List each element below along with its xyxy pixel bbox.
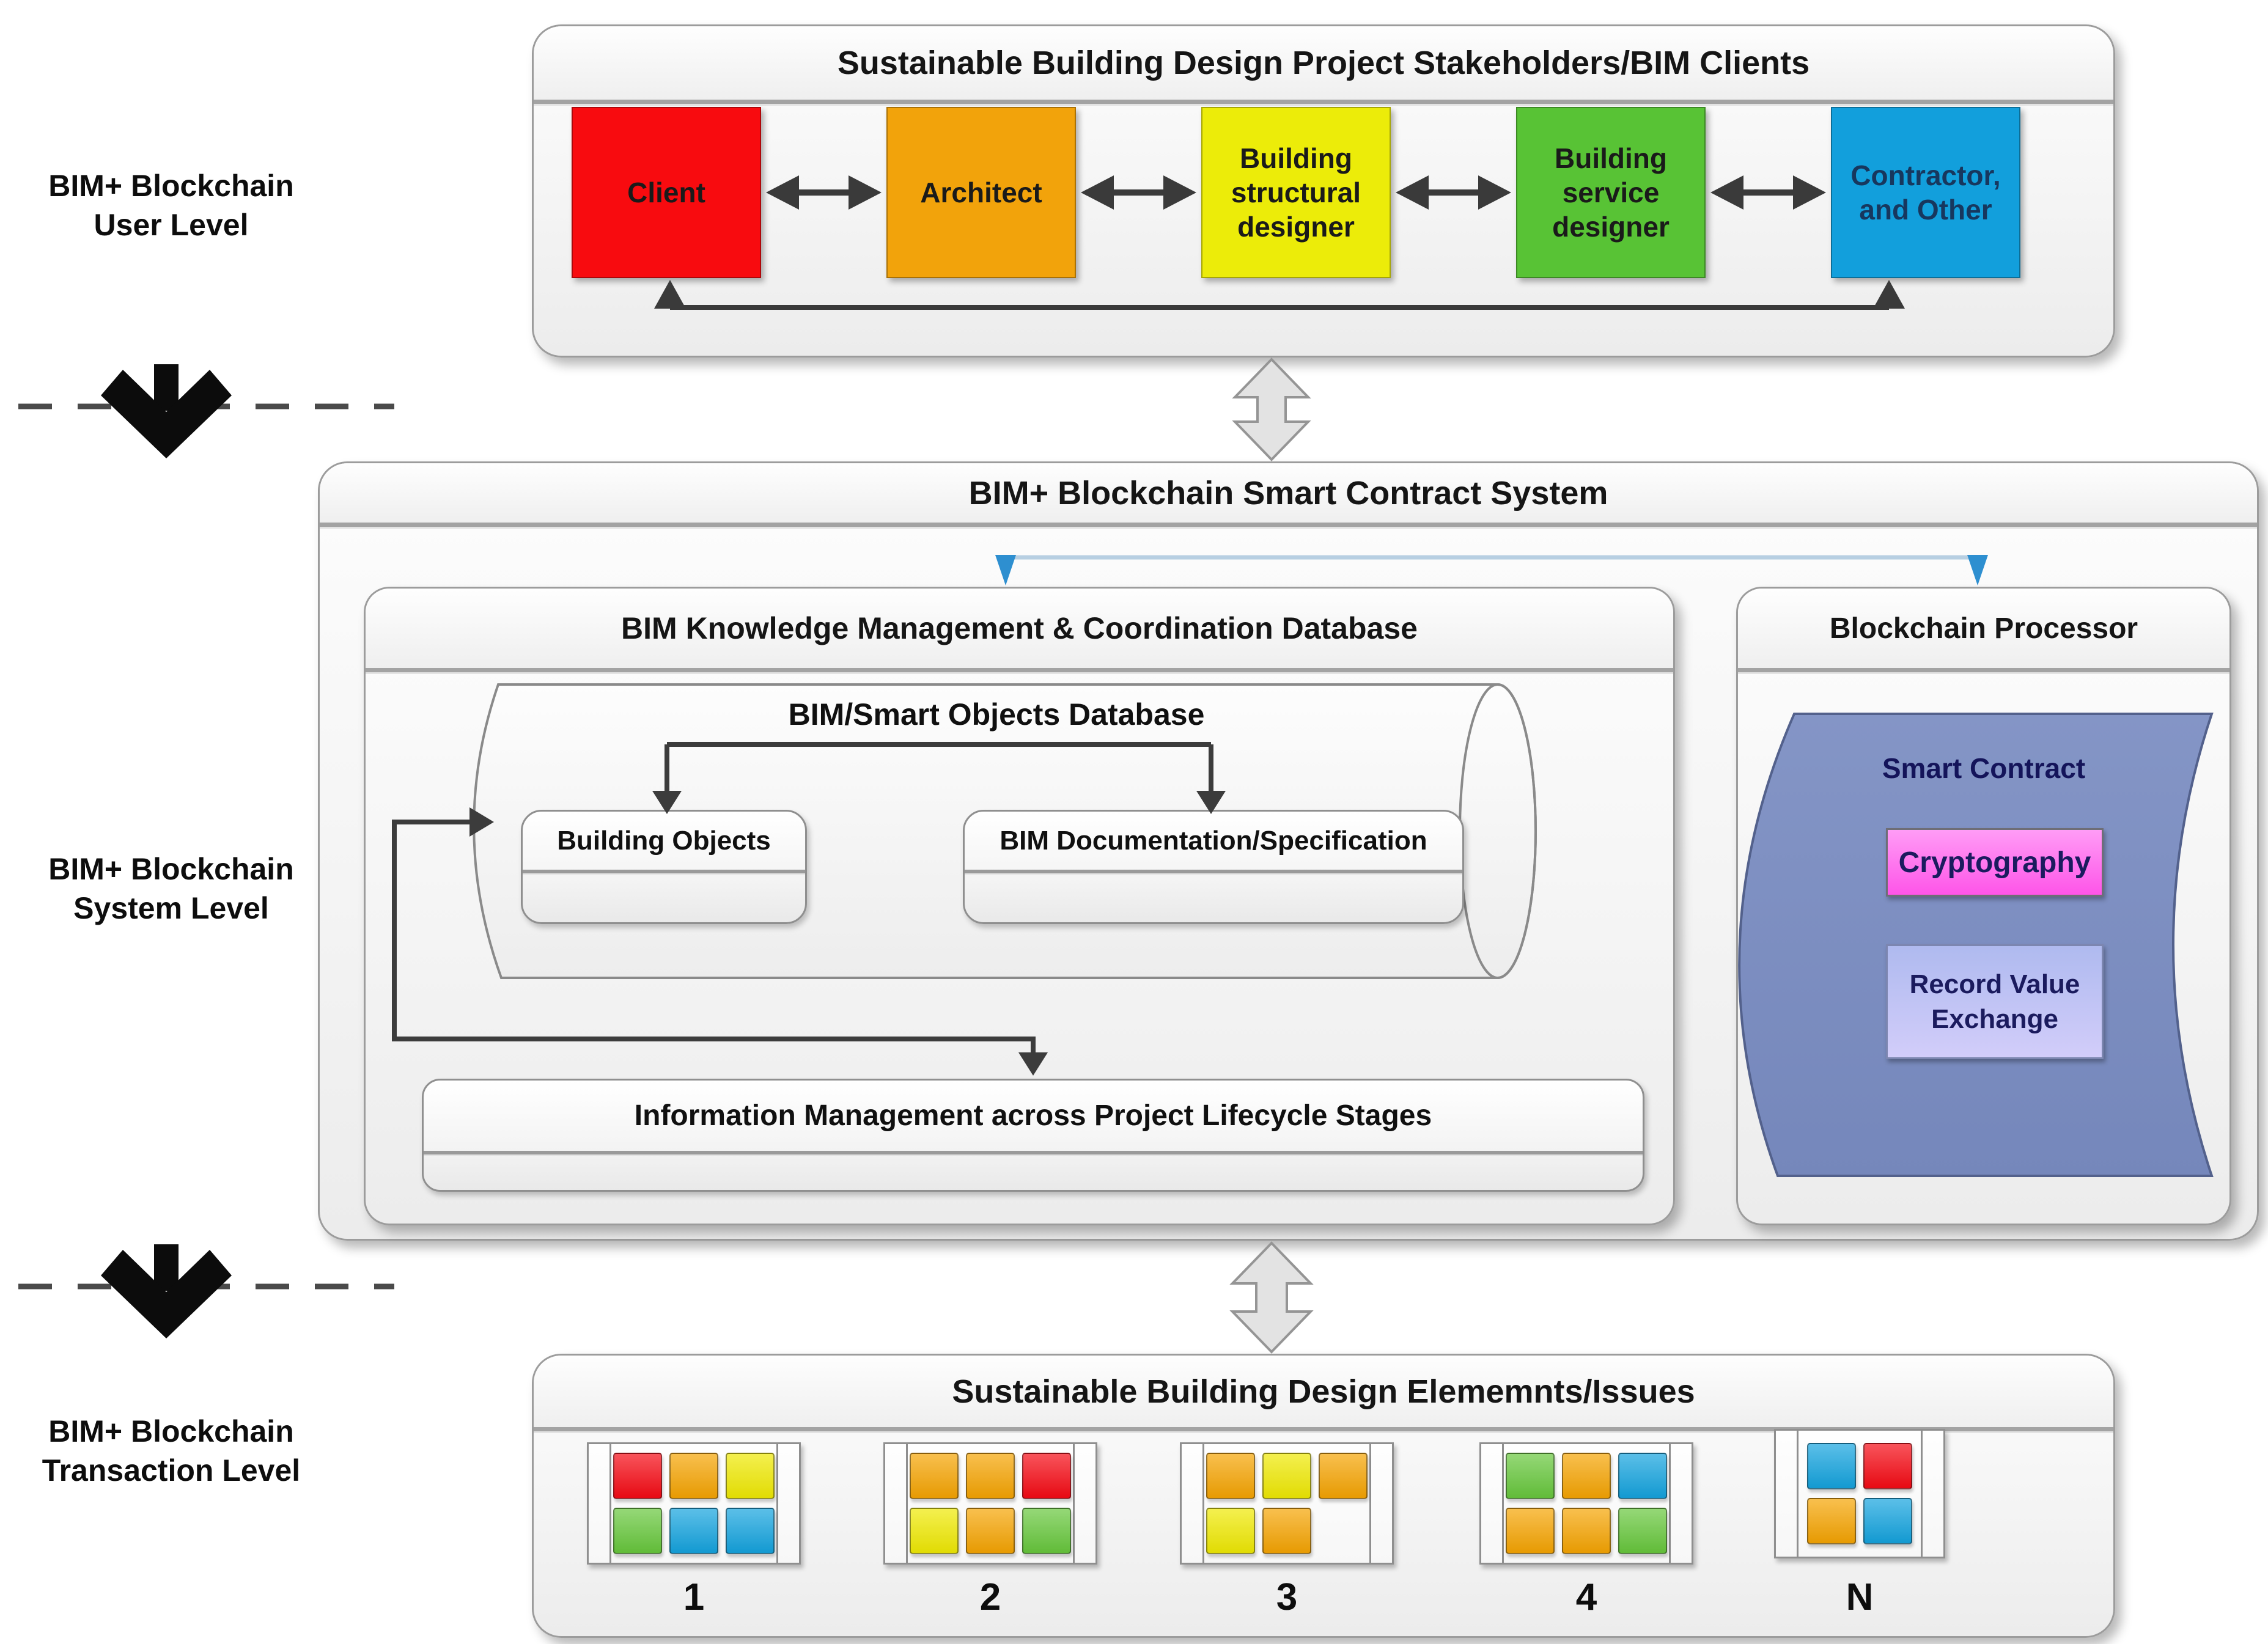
stakeholders-panel-header: Sustainable Building Design Project Stak… <box>534 26 2113 104</box>
group-side-strip <box>1669 1444 1692 1563</box>
stakeholder-client: Client <box>572 107 761 278</box>
group-side-strip <box>776 1444 799 1563</box>
group-side-strip <box>1369 1444 1392 1563</box>
group-label-4: 4 <box>1575 1576 1597 1618</box>
element-group-3 <box>1180 1442 1394 1565</box>
smart-contract-title: Smart Contract <box>1882 752 2086 784</box>
element-square-grid <box>1504 1444 1669 1563</box>
element-square <box>1022 1453 1071 1499</box>
cryptography-box: Cryptography <box>1886 828 2104 897</box>
element-square <box>1562 1508 1611 1554</box>
building-objects-box: Building Objects <box>521 810 807 924</box>
stakeholder-service-designer: Building service designer <box>1516 107 1706 278</box>
element-square-grid <box>1204 1444 1369 1563</box>
element-square <box>613 1508 662 1554</box>
group-side-strip <box>1921 1431 1943 1557</box>
group-side-strip <box>1481 1444 1504 1563</box>
element-group-2 <box>883 1442 1097 1565</box>
knowledge-management-header: BIM Knowledge Management & Coordination … <box>366 589 1673 672</box>
element-square <box>1618 1508 1667 1554</box>
design-elements-header: Sustainable Building Design Elememnts/Is… <box>534 1356 2113 1431</box>
element-square <box>613 1453 662 1499</box>
group-label-1: 1 <box>683 1576 705 1618</box>
element-square-grid <box>908 1444 1073 1563</box>
stakeholder-contractor: Contractor, and Other <box>1831 107 2020 278</box>
element-square <box>1618 1453 1667 1499</box>
element-group-4 <box>1479 1442 1693 1565</box>
knowledge-management-title: BIM Knowledge Management & Coordination … <box>621 611 1418 645</box>
record-value-exchange-box: Record Value Exchange <box>1886 944 2104 1059</box>
user-level-label: BIM+ Blockchain User Level <box>48 169 294 242</box>
transaction-level-label: BIM+ Blockchain Transaction Level <box>42 1414 301 1488</box>
element-square <box>669 1508 718 1554</box>
element-square <box>910 1508 959 1554</box>
group-label-3: 3 <box>1276 1576 1298 1618</box>
element-square <box>966 1508 1015 1554</box>
element-square <box>1506 1508 1555 1554</box>
group-side-strip <box>885 1444 908 1563</box>
element-square <box>1262 1508 1311 1554</box>
element-square <box>1807 1498 1856 1544</box>
information-management-box: Information Management across Project Li… <box>422 1079 1644 1192</box>
element-square <box>1262 1453 1311 1499</box>
element-group-1 <box>587 1442 801 1565</box>
smart-objects-db-title: BIM/Smart Objects Database <box>788 697 1205 732</box>
element-square <box>910 1453 959 1499</box>
smart-contract-system-title: BIM+ Blockchain Smart Contract System <box>968 474 1608 512</box>
group-side-strip <box>589 1444 611 1563</box>
element-square <box>1506 1453 1555 1499</box>
group-label-2: 2 <box>979 1576 1001 1618</box>
element-square <box>726 1508 775 1554</box>
element-square <box>1863 1443 1912 1489</box>
element-square-grid <box>1799 1431 1921 1557</box>
element-square <box>669 1453 718 1499</box>
smart-contract-system-header: BIM+ Blockchain Smart Contract System <box>320 463 2257 527</box>
design-elements-title: Sustainable Building Design Elememnts/Is… <box>952 1373 1695 1410</box>
element-square <box>1807 1443 1856 1489</box>
element-square <box>966 1453 1015 1499</box>
bim-documentation-box: BIM Documentation/Specification <box>963 810 1464 924</box>
element-square <box>1022 1508 1071 1554</box>
element-square <box>1562 1453 1611 1499</box>
group-label-n: N <box>1846 1576 1874 1618</box>
group-side-strip <box>1073 1444 1095 1563</box>
blockchain-processor-header: Blockchain Processor <box>1738 589 2229 672</box>
element-square <box>1863 1498 1912 1544</box>
element-square <box>1319 1453 1368 1499</box>
group-side-strip <box>1182 1444 1204 1563</box>
element-square <box>1206 1508 1255 1554</box>
blockchain-processor-title: Blockchain Processor <box>1829 612 2138 645</box>
element-square <box>726 1453 775 1499</box>
stakeholder-structural-designer: Building structural designer <box>1201 107 1391 278</box>
stakeholder-architect: Architect <box>886 107 1076 278</box>
stakeholders-panel-title: Sustainable Building Design Project Stak… <box>837 45 1810 81</box>
element-square <box>1206 1453 1255 1499</box>
element-group-n <box>1774 1429 1945 1558</box>
element-square-grid <box>611 1444 776 1563</box>
group-side-strip <box>1776 1431 1799 1557</box>
system-level-label: BIM+ Blockchain System Level <box>48 852 294 925</box>
